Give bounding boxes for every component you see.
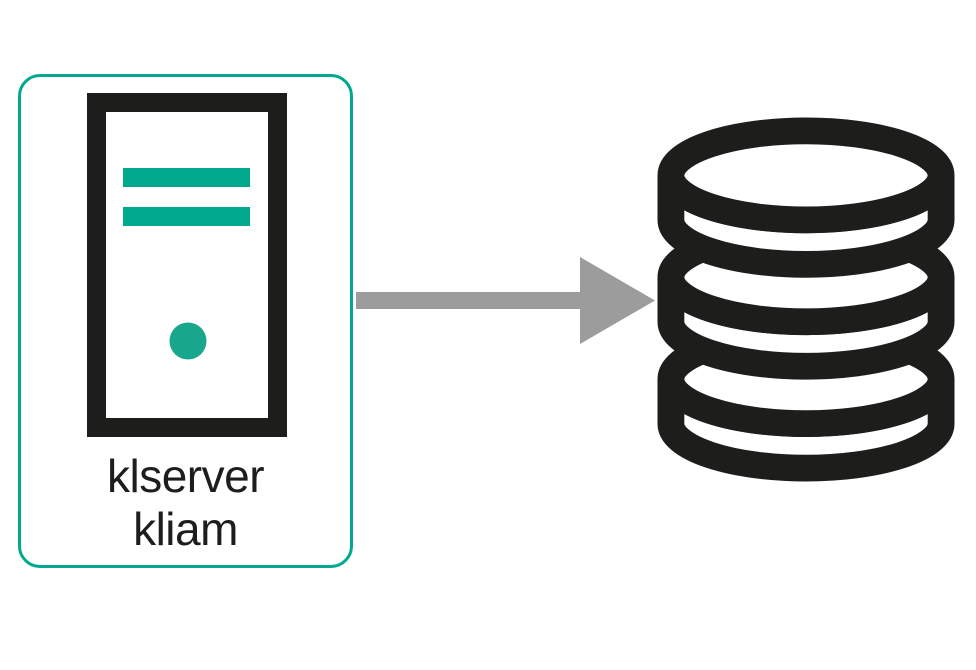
database-disk-1 bbox=[657, 117, 955, 278]
server-led-bar-1 bbox=[123, 168, 250, 187]
server-node-label: klserver kliam bbox=[18, 450, 353, 556]
server-node-label-line2: kliam bbox=[133, 503, 238, 555]
server-power-led bbox=[169, 322, 207, 360]
database-icon bbox=[657, 117, 955, 482]
arrow-head bbox=[580, 257, 655, 344]
server-led-bar-2 bbox=[123, 207, 250, 226]
arrow-shaft bbox=[356, 292, 589, 309]
server-node-box bbox=[18, 74, 353, 568]
server-chassis bbox=[87, 93, 287, 437]
arrow-right-icon bbox=[356, 257, 655, 344]
server-node-label-line1: klserver bbox=[106, 450, 265, 502]
server-tower-icon bbox=[87, 93, 287, 437]
